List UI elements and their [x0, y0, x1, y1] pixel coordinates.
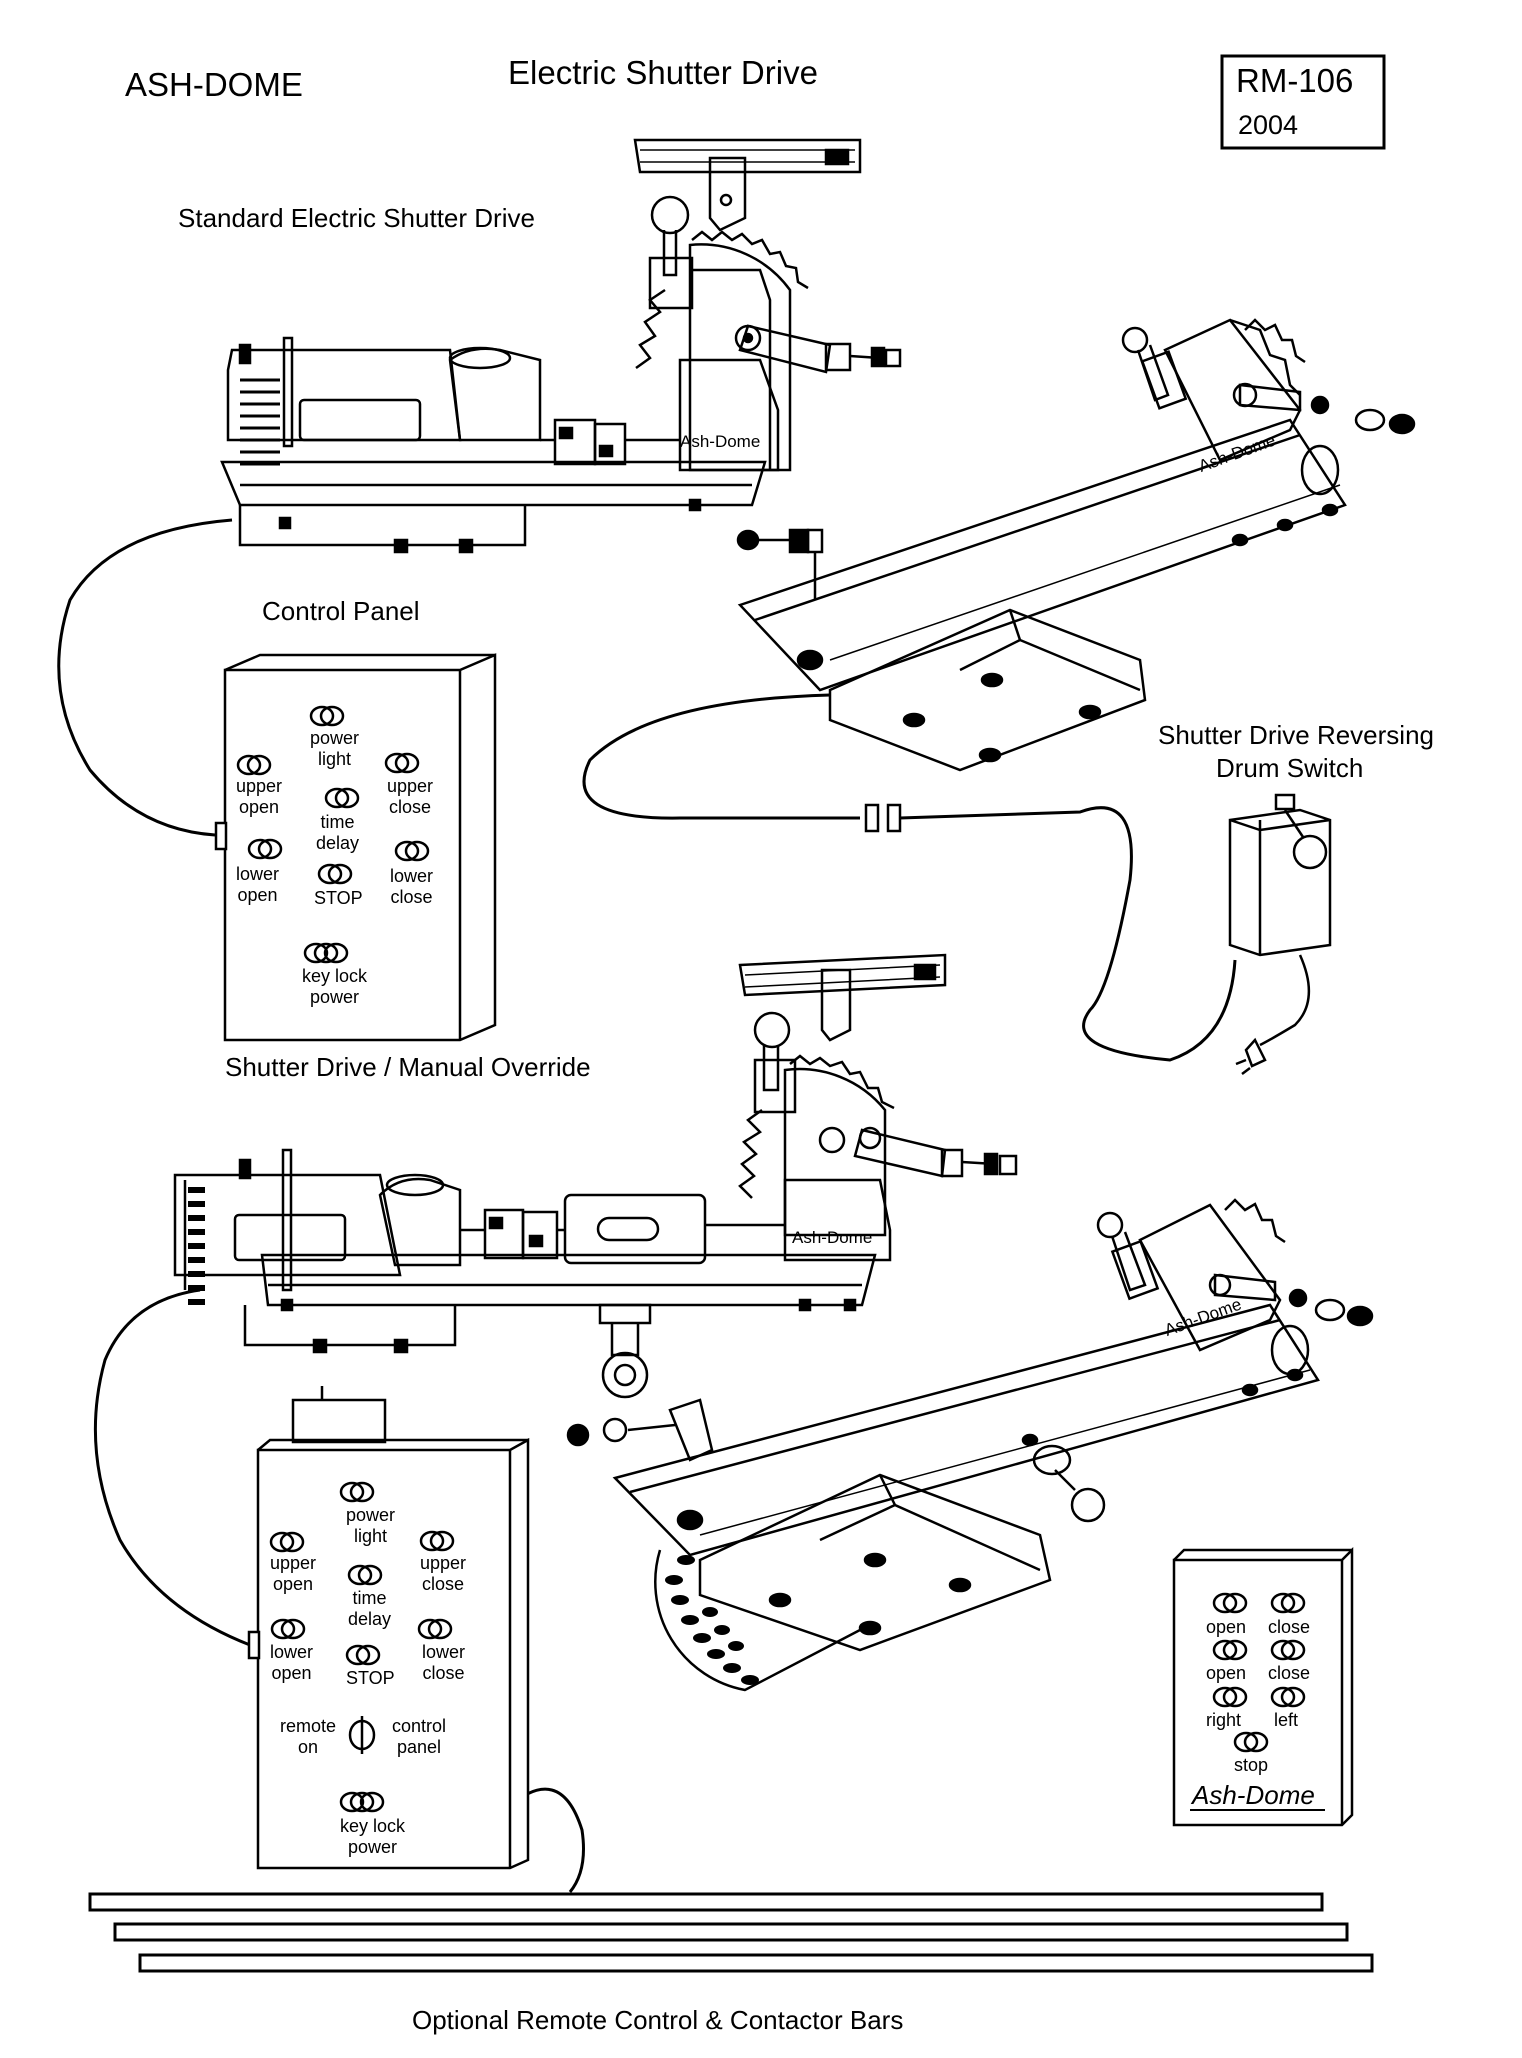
cable-panel-to-drive [59, 520, 232, 835]
model-number-box [1222, 56, 1384, 148]
cable-panel2-to-drive [95, 1290, 250, 1645]
drum-switch [1230, 795, 1330, 1074]
model-number: RM-106 [1236, 62, 1354, 99]
caption-remote-and-bars: Optional Remote Control & Contactor Bars [412, 2005, 904, 2035]
cp1-stop-label: STOP [314, 888, 363, 908]
manual-override-drive-side-view [175, 955, 1016, 1397]
caption-reversing-switch-line1: Shutter Drive Reversing [1158, 720, 1434, 750]
caption-reversing-switch-line2: Drum Switch [1216, 753, 1364, 783]
caption-standard-drive: Standard Electric Shutter Drive [178, 203, 535, 233]
year-label: 2004 [1238, 110, 1299, 140]
caption-manual-override: Shutter Drive / Manual Override [225, 1052, 591, 1082]
remote-indicators [1214, 1594, 1304, 1751]
drive-label-top-side: Ash-Dome [680, 432, 761, 451]
remote-row3-left-label: right [1206, 1710, 1242, 1730]
remote-row1-left-label: open [1206, 1617, 1247, 1637]
cable-remote [505, 1789, 584, 1892]
standard-drive-angled-view [738, 320, 1414, 770]
remote-brand-label: Ash-Dome [1192, 1780, 1315, 1810]
manual-override-drive-angled-view [568, 1200, 1372, 1690]
panel-2-indicators [271, 1483, 453, 1811]
remote-stop-label: stop [1234, 1755, 1269, 1775]
cp2-stop-label: STOP [346, 1668, 395, 1688]
contactor-bars [90, 1894, 1372, 1971]
control-panel-1-enclosure [216, 655, 495, 1040]
remote-row1-right-label: close [1268, 1617, 1311, 1637]
brand-label: ASH-DOME [125, 66, 303, 103]
drive-label-bottom-side: Ash-Dome [792, 1228, 873, 1247]
caption-control-panel: Control Panel [262, 596, 420, 626]
remote-pendant-enclosure [1174, 1550, 1352, 1825]
remote-row2-right-label: close [1268, 1663, 1311, 1683]
remote-row3-right-label: left [1274, 1710, 1299, 1730]
control-panel-2-enclosure [249, 1386, 528, 1868]
page-title: Electric Shutter Drive [508, 54, 818, 91]
panel-1-indicators [238, 707, 428, 962]
standard-drive-side-view [222, 140, 900, 552]
cable-drive-to-drum-switch [584, 695, 860, 818]
remote-row2-left-label: open [1206, 1663, 1247, 1683]
